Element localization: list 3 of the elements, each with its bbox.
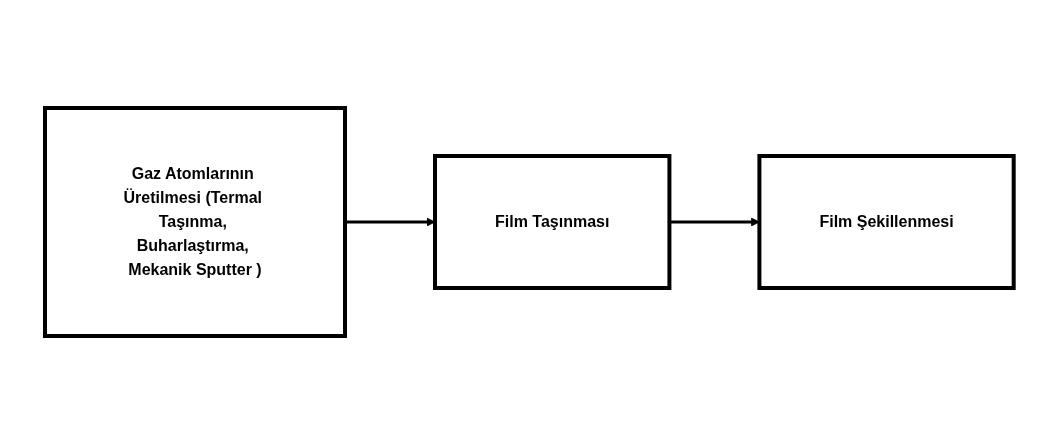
node-box: Film Şekillenmesi [757, 153, 1016, 290]
node-box: Gaz Atomlarının Üretilmesi (Termal Taşınma, Buharlaştırma, Mekanik Sputter ) [43, 105, 348, 338]
node-box: Film Taşınması [433, 153, 672, 290]
